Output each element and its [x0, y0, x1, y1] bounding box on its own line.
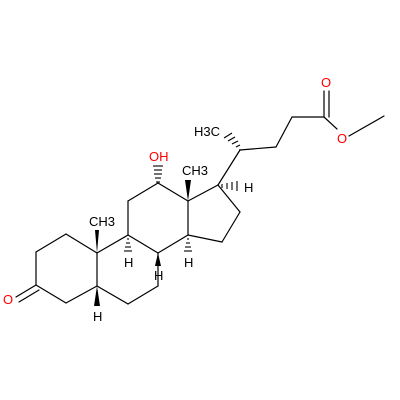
bond-c10-c9: [96, 234, 129, 254]
bond-c14-c8: [157, 234, 189, 254]
hydroxyl-group: OH: [149, 149, 169, 183]
methyl-c10-label: CH3: [89, 214, 115, 229]
c9-h: H: [124, 238, 133, 270]
bond-c17-c20: [217, 149, 241, 186]
c10-methyl: CH3: [89, 214, 115, 253]
bond-c7-c6: [127, 285, 159, 305]
bond-c17-c16: [217, 184, 241, 213]
bond-c15-c14: [187, 234, 223, 243]
bond-c3-o-a: [15, 284, 37, 298]
hydroxyl-label: OH: [149, 149, 169, 164]
h-c5-label: H: [93, 309, 102, 324]
ester-o-label: O: [337, 131, 347, 146]
c5-h: H: [93, 286, 102, 324]
ring-c: [127, 182, 189, 254]
c14-h: H: [184, 238, 193, 270]
methyl-c13-label: CH3: [182, 163, 208, 178]
bond-c24-o: [323, 116, 338, 130]
bond-c3-o-b: [18, 289, 40, 303]
bond-c3-c4: [35, 284, 67, 304]
h-c17-label: H: [244, 180, 253, 195]
bond-o-ch3: [348, 115, 385, 137]
h-c9-label: H: [124, 255, 133, 270]
bond-c13-c17: [187, 184, 219, 202]
methyl-c20-label: H3C: [194, 124, 220, 139]
ring-a: [35, 233, 98, 304]
c20-methyl-hash: H3C: [194, 124, 241, 151]
ester-carbonyl-o-label: O: [321, 75, 331, 90]
bond-c4-c5: [65, 285, 98, 304]
ketone-group: O: [3, 284, 40, 307]
bond-c20-c22: [239, 146, 277, 151]
bond-c11-c12: [127, 182, 159, 202]
bond-c6-c5: [96, 285, 129, 305]
bond-c16-c15: [221, 211, 241, 243]
bond-c1-c2: [35, 233, 67, 253]
h-c8-label: H: [154, 268, 163, 283]
side-chain: O O: [217, 75, 385, 186]
c13-methyl: CH3: [182, 163, 208, 201]
c8-h: H: [154, 253, 163, 283]
c17-h: H: [221, 180, 253, 195]
keto-oxygen-label: O: [3, 292, 13, 307]
bond-c12-c13: [157, 182, 189, 202]
bond-c9-c8: [127, 234, 159, 254]
ring-d: [187, 184, 241, 243]
h-c14-label: H: [184, 255, 193, 270]
bond-c22-c23: [275, 116, 293, 148]
bond-c1-c10: [65, 233, 98, 254]
